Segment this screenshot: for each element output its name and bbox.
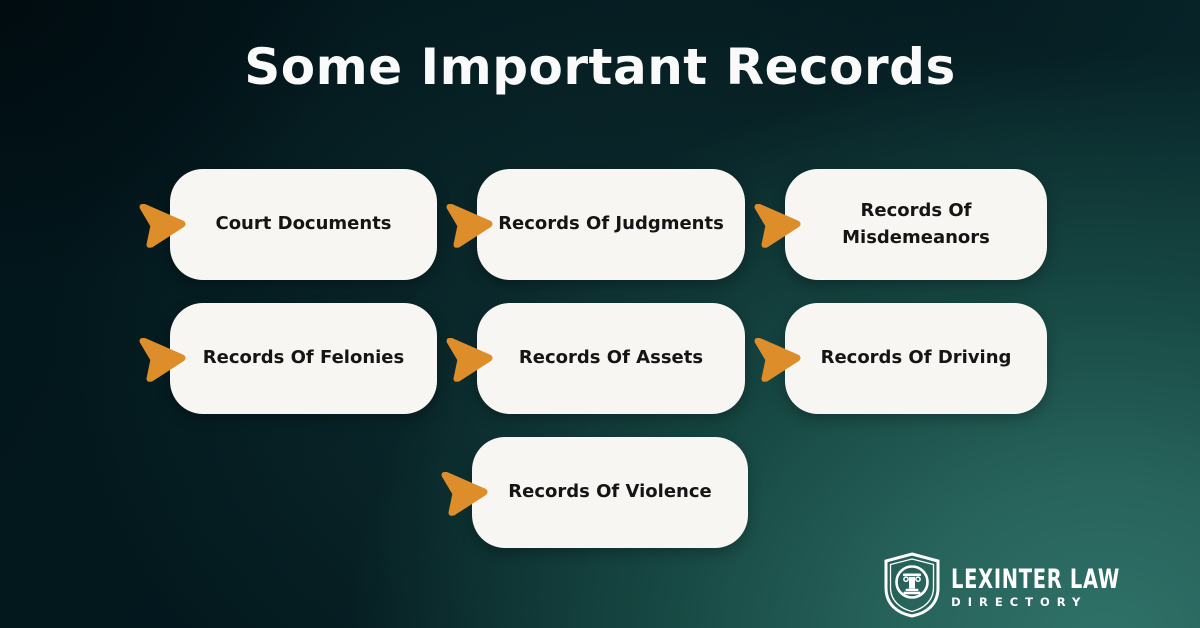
record-card-text: Court Documents (215, 213, 392, 235)
record-card-text: Records Of Felonies (202, 347, 405, 369)
arrow-icon (446, 201, 494, 248)
record-card-violence: Records Of Violence (441, 437, 748, 548)
shield-column-icon (882, 552, 942, 622)
record-card-text: Records Of Judgments (498, 213, 724, 235)
logo-text: LEXINTER LAW DIRECTORY (951, 566, 1186, 609)
arrow-icon (754, 201, 802, 248)
record-card-felonies: Records Of Felonies (139, 303, 437, 414)
record-card-text: Records Of Violence (508, 481, 712, 503)
record-card-label: Records Of Felonies (203, 345, 404, 371)
record-card-label: Records Of Misdemeanors (842, 198, 990, 250)
arrow-icon (446, 335, 494, 382)
record-card-judgments: Records Of Judgments (446, 169, 745, 280)
record-card-text: Records Of Assets (518, 347, 704, 369)
record-card-label: Records Of Assets (519, 345, 703, 371)
record-card-label: Records Of Violence (508, 479, 711, 505)
record-card-text: Records Of (860, 200, 972, 222)
logo-subtitle: DIRECTORY (951, 594, 1088, 609)
record-card-label: Records Of Judgments (498, 211, 724, 237)
page-title: Some Important Records (244, 38, 956, 96)
record-card-assets: Records Of Assets (446, 303, 745, 414)
record-card-label: Court Documents (215, 211, 391, 237)
arrow-icon (754, 335, 802, 382)
arrow-icon (139, 201, 187, 248)
record-card-driving: Records Of Driving (754, 303, 1047, 414)
arrow-icon (139, 335, 187, 382)
record-card-text: Records Of Driving (820, 347, 1012, 369)
record-card-label: Records Of Driving (821, 345, 1012, 371)
lexinter-logo: LEXINTER LAW DIRECTORY (882, 552, 1186, 622)
record-card-court-documents: Court Documents (139, 169, 437, 280)
arrow-icon (441, 469, 489, 516)
record-card-text: Misdemeanors (842, 226, 990, 248)
logo-name: LEXINTER LAW (951, 563, 1121, 595)
record-card-misdemeanors: Records Of Misdemeanors (754, 169, 1047, 280)
